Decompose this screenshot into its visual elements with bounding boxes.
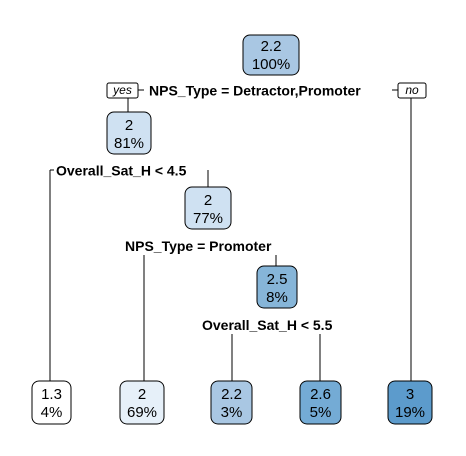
yes-label-box bbox=[106, 82, 139, 99]
node-n3: 2 77% bbox=[184, 186, 232, 230]
leaf-4-value: 2.6 bbox=[310, 386, 331, 403]
split-left1-label: Overall_Sat_H < 4.5 bbox=[56, 163, 187, 179]
leaf-1: 1.3 4% bbox=[31, 380, 72, 425]
split-root: yes NPS_Type = Detractor,Promoter no bbox=[106, 82, 427, 99]
tree-edges bbox=[49, 89, 412, 381]
no-label-box bbox=[397, 82, 427, 99]
node-root: 2.2 100% bbox=[242, 34, 300, 76]
node-n2-percent: 81% bbox=[114, 135, 144, 152]
leaf-5-percent: 19% bbox=[395, 404, 425, 421]
node-n2-value: 2 bbox=[125, 117, 133, 134]
node-root-value: 2.2 bbox=[261, 38, 282, 55]
node-n3-value: 2 bbox=[204, 192, 212, 209]
node-n4: 2.5 8% bbox=[256, 265, 298, 309]
leaf-2-percent: 69% bbox=[127, 404, 157, 421]
leaf-2-box bbox=[119, 380, 165, 425]
split-left3-label: Overall_Sat_H < 5.5 bbox=[202, 317, 333, 333]
leaf-1-value: 1.3 bbox=[41, 386, 62, 403]
node-n4-percent: 8% bbox=[266, 289, 288, 306]
no-label: no bbox=[405, 83, 419, 97]
split-left2-label: NPS_Type = Promoter bbox=[125, 238, 272, 254]
leaf-5-value: 3 bbox=[406, 386, 414, 403]
leaf-2-value: 2 bbox=[138, 386, 146, 403]
leaf-4: 2.6 5% bbox=[299, 380, 342, 425]
leaf-5-box bbox=[387, 380, 433, 425]
leaf-1-percent: 4% bbox=[41, 404, 63, 421]
yes-label: yes bbox=[112, 83, 132, 97]
node-n4-value: 2.5 bbox=[267, 271, 288, 288]
leaf-2: 2 69% bbox=[119, 380, 165, 425]
node-n3-box bbox=[184, 186, 232, 230]
leaf-4-box bbox=[299, 380, 342, 425]
node-n2-box bbox=[106, 111, 152, 155]
leaf-3-box bbox=[210, 380, 253, 425]
node-n2: 2 81% bbox=[106, 111, 152, 155]
leaf-5: 3 19% bbox=[387, 380, 433, 425]
node-root-box bbox=[242, 34, 300, 76]
split-root-label: NPS_Type = Detractor,Promoter bbox=[149, 83, 361, 99]
leaf-4-percent: 5% bbox=[310, 404, 332, 421]
node-n3-percent: 77% bbox=[193, 210, 223, 227]
leaf-1-box bbox=[31, 380, 72, 425]
leaf-3-value: 2.2 bbox=[221, 386, 242, 403]
leaf-3: 2.2 3% bbox=[210, 380, 253, 425]
leaf-3-percent: 3% bbox=[221, 404, 243, 421]
node-root-percent: 100% bbox=[252, 56, 290, 73]
node-n4-box bbox=[256, 265, 298, 309]
